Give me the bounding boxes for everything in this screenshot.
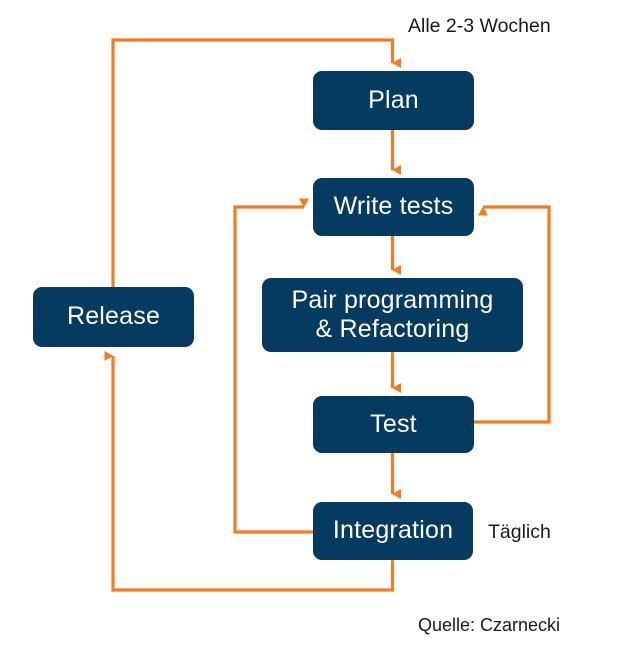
node-plan-label: Plan [368,85,419,114]
node-release-label: Release [66,302,161,331]
annotation-daily-cadence: Täglich [488,521,551,543]
node-write-tests[interactable]: Write tests [313,178,474,236]
node-test[interactable]: Test [313,396,474,453]
edge-release-to-plan [111,38,402,287]
node-release[interactable]: Release [33,287,194,347]
node-pair-programming-label: Pair programming & Refactoring [291,285,494,344]
edge-integration-to-write-tests-loop [233,198,313,534]
node-test-label: Test [370,409,417,438]
source-caption: Quelle: Czarnecki [418,615,561,635]
node-pair-programming-refactoring[interactable]: Pair programming & Refactoring [262,278,523,352]
node-plan[interactable]: Plan [313,71,474,130]
annotation-iteration-cadence: Alle 2-3 Wochen [408,15,551,37]
node-integration-label: Integration [332,516,454,545]
edge-integration-to-release [104,351,395,592]
edge-test-to-write-tests-loop [474,205,551,424]
node-integration[interactable]: Integration [313,502,473,560]
node-write-tests-label: Write tests [333,192,454,221]
